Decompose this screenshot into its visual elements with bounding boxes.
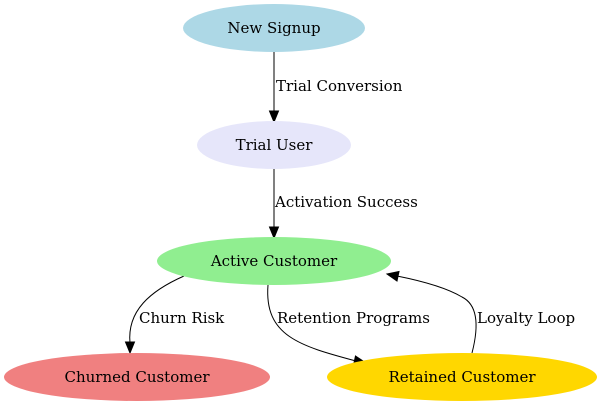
- node-churned-customer: Churned Customer: [4, 353, 270, 401]
- edge-label-churn-risk: Churn Risk: [139, 309, 225, 327]
- edge-loyalty-loop: Loyalty Loop: [385, 270, 575, 354]
- arrowhead-icon: [124, 341, 136, 355]
- node-label-churned-customer: Churned Customer: [64, 368, 210, 386]
- edge-activation-success: Activation Success: [268, 169, 418, 240]
- edge-line: [129, 275, 185, 344]
- edge-label-loyalty-loop: Loyalty Loop: [477, 309, 575, 327]
- node-new-signup: New Signup: [183, 4, 365, 52]
- node-shape: [327, 353, 597, 401]
- node-label-new-signup: New Signup: [227, 19, 320, 37]
- node-retained-customer: Retained Customer: [327, 353, 597, 401]
- node-shape: [197, 121, 351, 169]
- node-shape: [157, 237, 391, 285]
- arrowhead-icon: [385, 270, 400, 282]
- edge-churn-risk: Churn Risk: [124, 275, 225, 355]
- edge-line: [396, 275, 477, 354]
- edge-label-trial-conversion: Trial Conversion: [276, 77, 403, 95]
- node-shape: [183, 4, 365, 52]
- edge-trial-conversion: Trial Conversion: [268, 52, 403, 124]
- node-trial-user: Trial User: [197, 121, 351, 169]
- node-label-active-customer: Active Customer: [210, 252, 338, 270]
- edge-line: [267, 284, 357, 362]
- node-shape: [4, 353, 270, 401]
- node-label-retained-customer: Retained Customer: [388, 368, 536, 386]
- edge-label-retention-programs: Retention Programs: [277, 309, 430, 327]
- arrowhead-icon: [268, 110, 280, 124]
- node-label-trial-user: Trial User: [236, 136, 314, 154]
- edge-retention-programs: Retention Programs: [267, 284, 430, 366]
- edge-label-activation-success: Activation Success: [274, 193, 418, 211]
- node-active-customer: Active Customer: [157, 237, 391, 285]
- arrowhead-icon: [268, 226, 280, 240]
